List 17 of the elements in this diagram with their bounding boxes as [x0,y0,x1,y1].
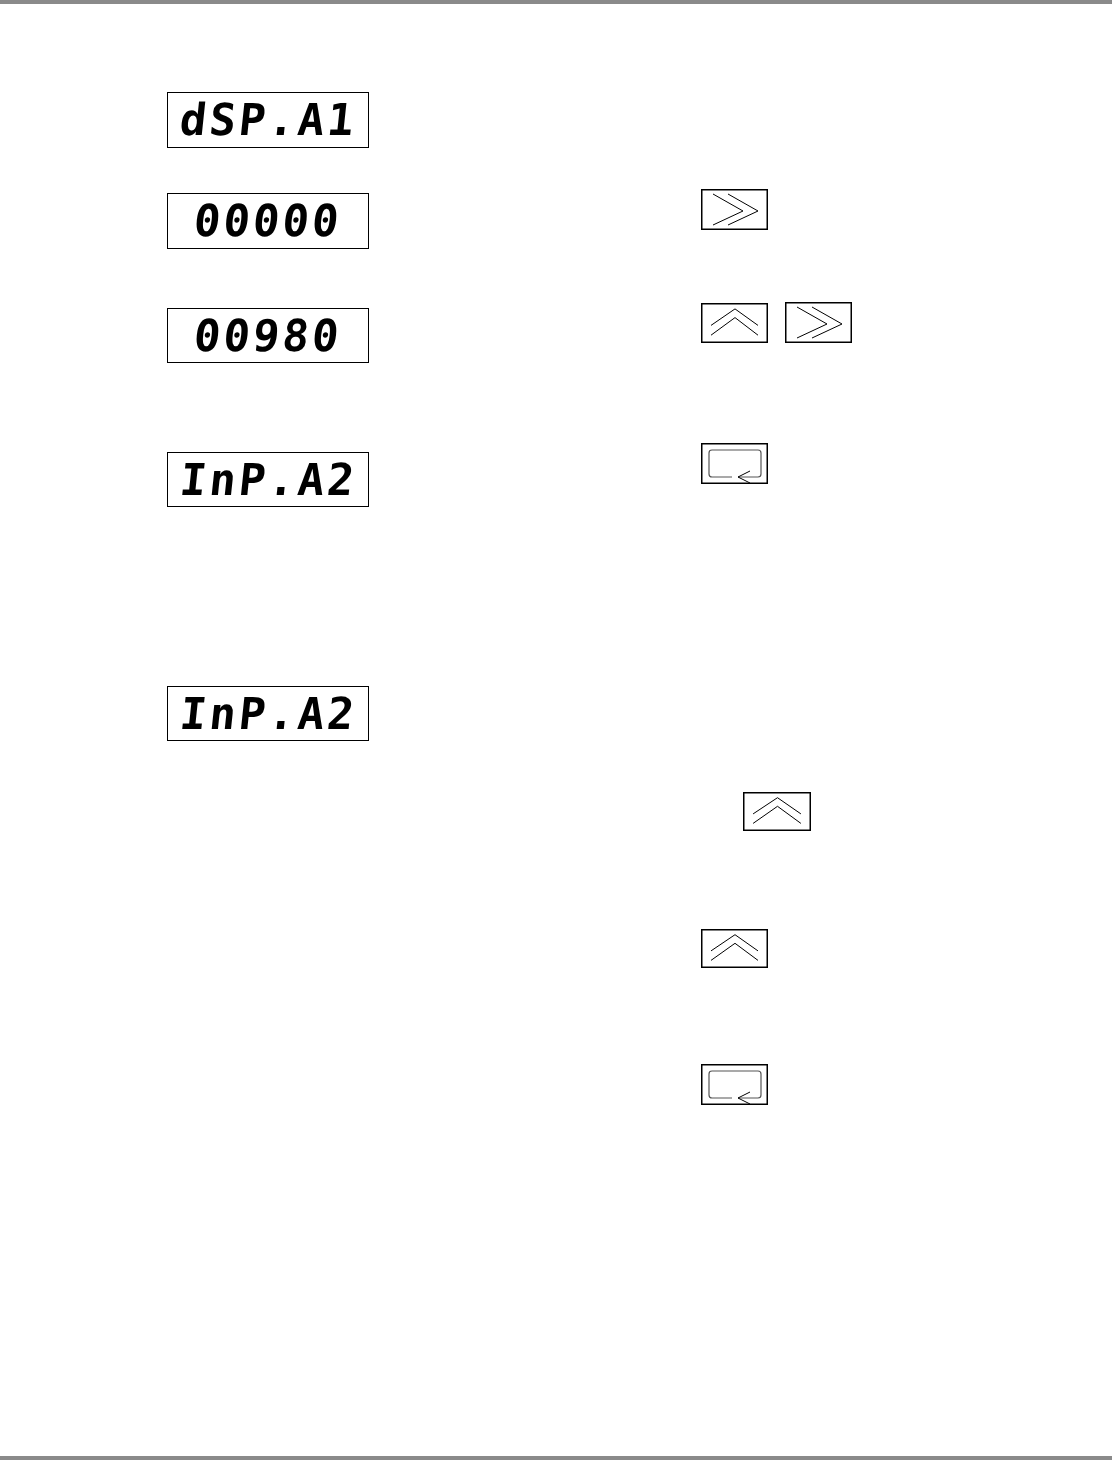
enter-key-icon [701,1064,768,1105]
display-panel [167,452,369,507]
display-panel [167,92,369,148]
right-chevron-key-icon [701,189,768,230]
display-panel [167,686,369,741]
display-readout: 00000 [191,199,345,243]
up-chevron-key-icon [743,792,811,831]
display-readout: 00980 [191,313,345,358]
enter-key-icon [701,443,768,484]
right-chevron-key-icon [785,302,852,343]
display-readout: dSP.A1 [177,98,359,142]
display-readout: InP.A2 [177,691,359,736]
display-readout: InP.A2 [177,457,359,502]
display-panel [167,308,369,363]
up-chevron-key-icon [701,929,768,968]
display-panel [167,193,369,249]
up-chevron-key-icon [701,303,768,343]
